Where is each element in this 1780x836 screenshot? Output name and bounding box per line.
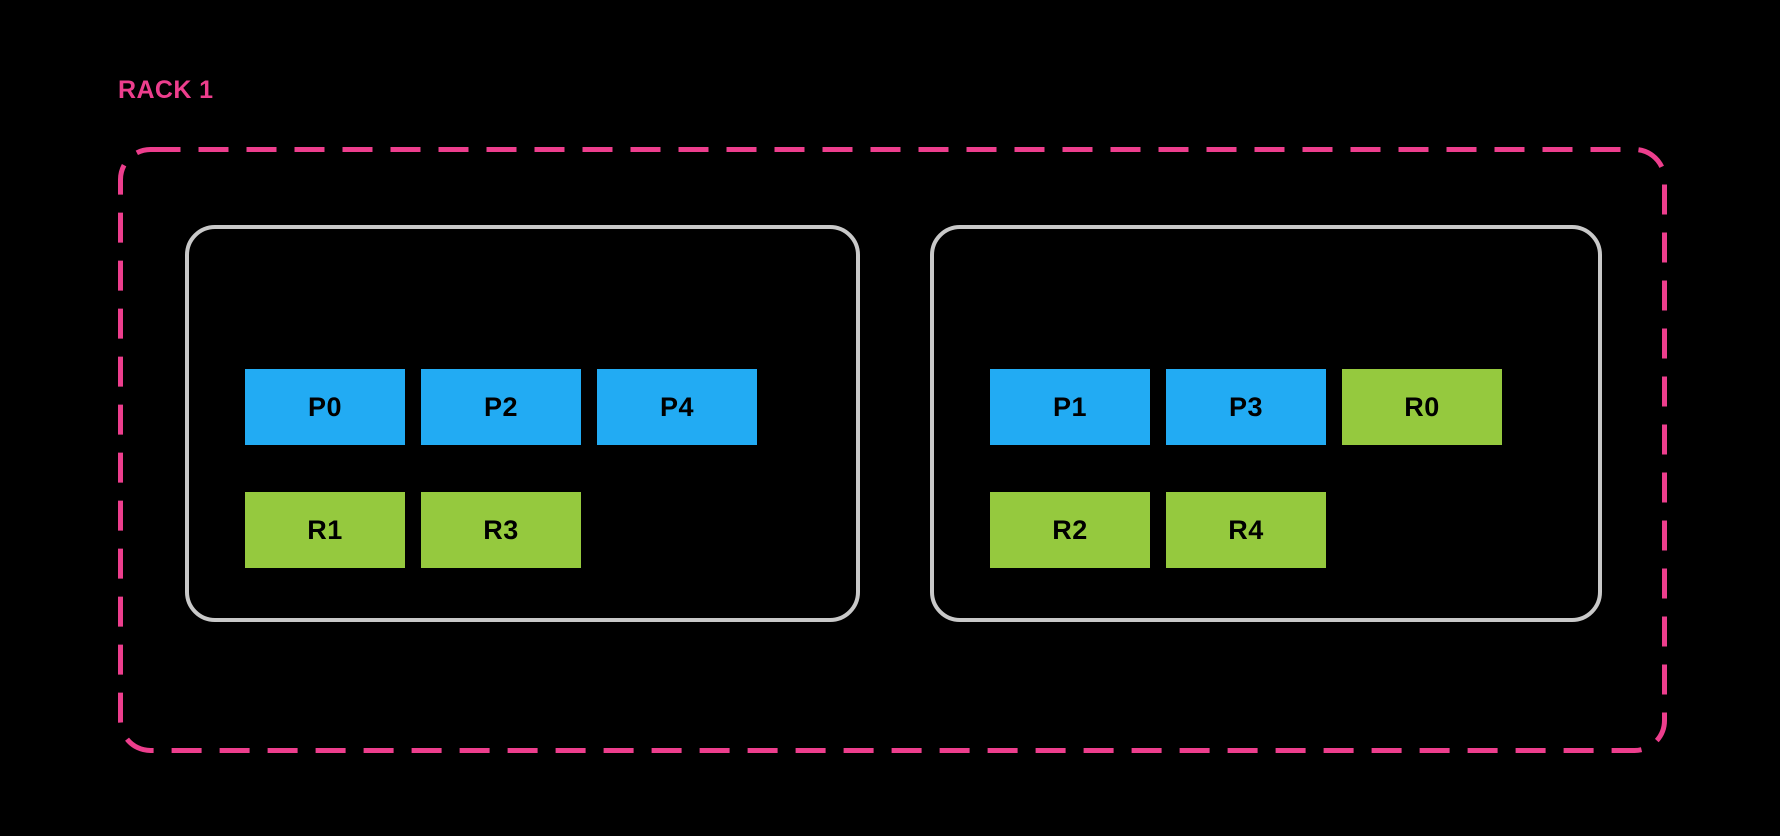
shard-slot-r0[interactable]: R0 — [1342, 369, 1502, 445]
rack-label: RACK 1 — [118, 76, 214, 104]
slot-grid-0: P0 P2 P4 R1 R3 — [189, 229, 856, 618]
shard-slot-p1[interactable]: P1 — [990, 369, 1150, 445]
shard-slot-r1[interactable]: R1 — [245, 492, 405, 568]
shard-slot-p2[interactable]: P2 — [421, 369, 581, 445]
shard-slot-r3[interactable]: R3 — [421, 492, 581, 568]
shard-slot-p4[interactable]: P4 — [597, 369, 757, 445]
slot-grid-1: P1 P3 R0 R2 R4 — [934, 229, 1598, 618]
node-container-0[interactable]: P0 P2 P4 R1 R3 — [185, 225, 860, 622]
node-container-1[interactable]: P1 P3 R0 R2 R4 — [930, 225, 1602, 622]
shard-slot-p0[interactable]: P0 — [245, 369, 405, 445]
shard-slot-p3[interactable]: P3 — [1166, 369, 1326, 445]
shard-slot-r4[interactable]: R4 — [1166, 492, 1326, 568]
shard-slot-r2[interactable]: R2 — [990, 492, 1150, 568]
